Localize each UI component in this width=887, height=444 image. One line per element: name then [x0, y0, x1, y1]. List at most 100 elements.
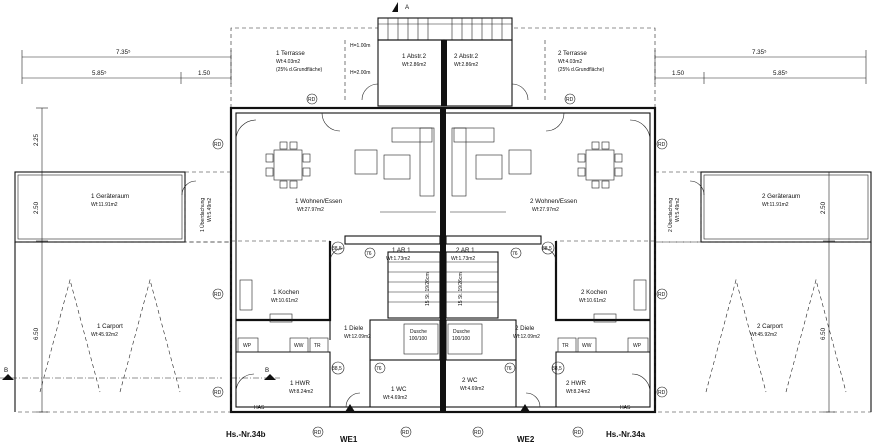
section-mark-a: A [392, 2, 410, 12]
room-hall-1-area: Wf:12.09m2 [344, 334, 371, 340]
rd-marker: RD [658, 142, 666, 148]
room-wc-2: 2 WC [462, 377, 478, 384]
rd-marker: RD [574, 430, 582, 436]
house-number-34a: Hs.-Nr.34a [606, 430, 646, 439]
room-hall-2-area: Wf:12.09m2 [513, 334, 540, 340]
room-shed-2: 2 Geräteraum [762, 193, 800, 200]
room-terrace-2-area: Wf:4.03m2 [558, 59, 582, 65]
room-carport-1: 1 Carport [97, 323, 123, 330]
tr-label-left: TR [314, 343, 321, 349]
marker-885: 88,5 [332, 366, 342, 372]
room-shed-2-area: Wf:11.91m2 [762, 202, 789, 208]
furniture-right [450, 127, 647, 323]
room-terrace-1-note: (25% d.Grundfläche) [276, 67, 322, 73]
room-canopy-2-area: Wf:5.49m2 [675, 198, 681, 222]
rd-marker: RD [474, 430, 482, 436]
shower-size-right: 100/100 [452, 336, 470, 342]
terrace-outlines [230, 27, 656, 108]
room-utility-1-area: Wf:8.24m2 [289, 389, 313, 395]
rd-marker: RD [308, 97, 316, 103]
stair-label-left: 15 St. 19/26cm [425, 272, 431, 306]
staircase: 15 St. 19/26cm 15 St. 19/26cm [387, 251, 499, 319]
rd-marker: RD [314, 430, 322, 436]
marker-76: 76 [376, 366, 382, 372]
marker-885: 88,5 [332, 246, 342, 252]
room-storage-2-area: Wf:2.86m2 [454, 62, 478, 68]
room-kitchen-2-area: Wf:10.61m2 [579, 298, 606, 304]
room-storage-2: 2 Abstr.2 [454, 53, 479, 60]
dimension-top-right: 7.35⁵ 1.50 5.85⁵ [654, 49, 867, 84]
room-labels: 1 Terrasse Wf:4.03m2 (25% d.Grundfläche)… [91, 43, 800, 401]
dimension-top-left: 7.35⁵ 5.85⁵ 1.50 [21, 49, 232, 84]
shower-size-left: 100/100 [409, 336, 427, 342]
room-shed-1: 1 Geräteraum [91, 193, 129, 200]
dim-top-sub-b-right: 1.50 [672, 70, 685, 77]
marker-885: 88,5 [542, 246, 552, 252]
rd-marker: RD [566, 97, 574, 103]
room-canopy-2: 2 Überdachung [667, 198, 674, 232]
height-markers: 88,5 88,5 88,5 88,5 76 76 76 76 [331, 241, 565, 375]
rd-marker: RD [214, 142, 222, 148]
showers: Dusche 100/100 Dusche 100/100 [403, 323, 483, 355]
storage-rooms [361, 39, 529, 107]
room-shed-1-area: Wf:11.91m2 [91, 202, 118, 208]
marker-76: 76 [506, 366, 512, 372]
has-label-right: HAS [620, 405, 631, 411]
room-kitchen-2: 2 Kochen [581, 289, 608, 296]
marker-76: 76 [366, 251, 372, 257]
wp-label-right: WP [633, 343, 642, 349]
dim-left-v2: 2.50 [33, 201, 40, 214]
room-carport-2-area: Wf:45.92m2 [750, 332, 777, 338]
room-kitchen-1: 1 Kochen [273, 289, 300, 296]
house-walls [229, 106, 657, 414]
room-hall-2: 2 Diele [515, 325, 535, 332]
room-storage-1: 1 Abstr.2 [402, 53, 427, 60]
room-canopy-1-area: Wf:5.49m2 [207, 198, 213, 222]
utility-right: TR WW WP HAS [557, 337, 649, 411]
rd-marker: RD [658, 292, 666, 298]
window-height-1: H=1.00m [350, 43, 370, 49]
rd-markers: RD RD RD RD RD RD RD RD RD RD RD RD [212, 93, 668, 438]
room-terrace-1-area: Wf:4.03m2 [276, 59, 300, 65]
room-utility-1: 1 HWR [290, 380, 310, 387]
wp-label-left: WP [243, 343, 252, 349]
room-kitchen-1-area: Wf:10.61m2 [271, 298, 298, 304]
dim-top-total-left: 7.35⁵ [116, 49, 131, 56]
dim-right-v2: 2.50 [820, 201, 827, 214]
dim-top-sub-a-left: 5.85⁵ [92, 70, 107, 77]
room-wc-1-area: Wf:4.69m2 [383, 395, 407, 401]
stair-label-right: 15 St. 19/26cm [458, 272, 464, 306]
furniture-left [239, 127, 436, 323]
room-terrace-2-note: (25% d.Grundfläche) [558, 67, 604, 73]
marker-885: 88,5 [552, 366, 562, 372]
ww-label-left: WW [294, 343, 304, 349]
room-terrace-2: 2 Terrasse [558, 50, 587, 57]
section-mark-a-label: A [405, 4, 410, 11]
dim-left-v1: 2.25 [33, 133, 40, 146]
dim-right-v3: 6.50 [820, 327, 827, 340]
entrance-markers: WE1 WE2 Hs.-Nr.34b Hs.-Nr.34a [226, 404, 646, 444]
room-living-2: 2 Wohnen/Essen [530, 198, 578, 205]
room-utility-2: 2 HWR [566, 380, 586, 387]
right-carport-structure: B [231, 171, 872, 413]
room-carport-1-area: Wf:45.92m2 [91, 332, 118, 338]
dim-top-total-right: 7.35⁵ [752, 49, 767, 56]
entrance-we2: WE2 [517, 435, 535, 444]
room-wc-1: 1 WC [391, 386, 407, 393]
window-height-2: H=2.00m [350, 70, 370, 76]
dim-top-sub-b-left: 1.50 [198, 70, 211, 77]
room-storage-1-area: Wf:2.86m2 [402, 62, 426, 68]
shower-label-left: Dusche [410, 329, 427, 335]
room-canopy-1: 1 Überdachung [199, 198, 206, 232]
dim-top-sub-a-right: 5.85⁵ [773, 70, 788, 77]
dim-left-v3: 6.50 [33, 327, 40, 340]
top-pergola [377, 17, 513, 41]
room-terrace-1: 1 Terrasse [276, 50, 305, 57]
room-ar-1-area: Wf:1.73m2 [386, 256, 410, 262]
room-utility-2-area: Wf:8.24m2 [566, 389, 590, 395]
room-ar-1: 1 AR 1 [392, 247, 411, 254]
room-carport-2: 2 Carport [757, 323, 783, 330]
ww-label-right: WW [582, 343, 592, 349]
dimension-right-vertical: 2.50 6.50 [820, 171, 835, 413]
